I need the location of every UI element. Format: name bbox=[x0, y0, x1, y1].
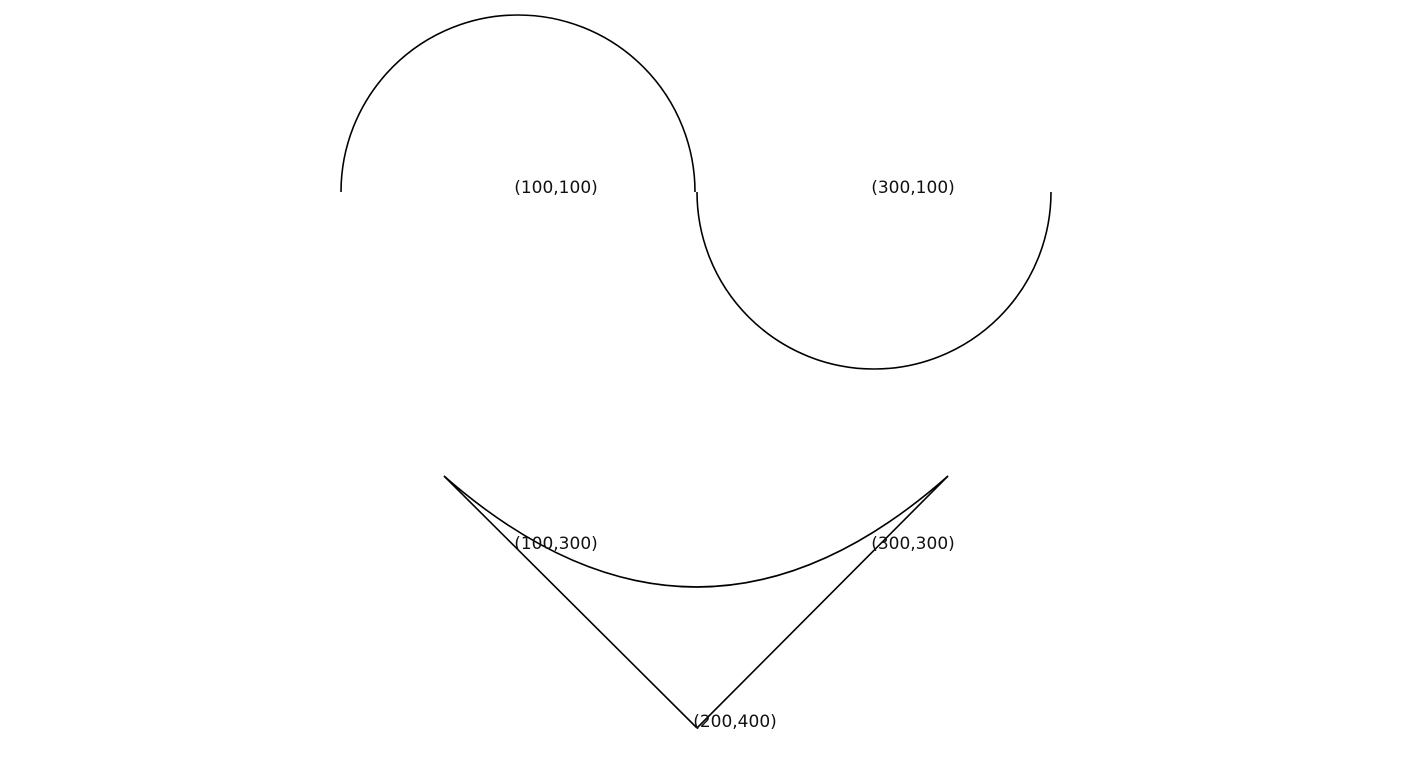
quadratic-curve bbox=[443, 475, 949, 588]
label-point-100-300: (100,300) bbox=[514, 534, 598, 554]
upper-arc bbox=[340, 14, 696, 193]
label-point-200-400: (200,400) bbox=[693, 712, 777, 732]
tangent-line-right bbox=[696, 475, 949, 729]
label-point-300-300: (300,300) bbox=[871, 534, 955, 554]
lower-arc bbox=[696, 191, 1052, 370]
label-point-300-100: (300,100) bbox=[871, 178, 955, 198]
label-point-100-100: (100,100) bbox=[514, 178, 598, 198]
tangent-line-left bbox=[443, 475, 698, 729]
